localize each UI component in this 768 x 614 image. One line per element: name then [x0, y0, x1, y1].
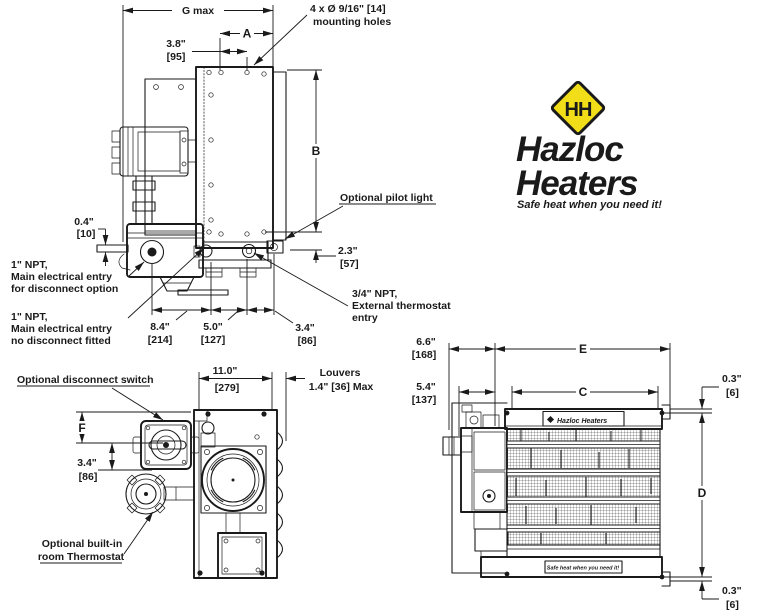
leader-entry-disconnect — [128, 261, 145, 277]
side-view-dimensions: G max A 3.8" [95] 4 x Ø 9/16" [14] mount… — [11, 3, 451, 347]
note-entry-no-disconnect-line3: no disconnect fitted — [11, 335, 111, 347]
room-thermostat — [125, 473, 195, 515]
note-louvers-line2: 1.4" [36] Max — [309, 381, 374, 393]
note-mounting-holes-line2: mounting holes — [313, 16, 391, 28]
no-disconnect-entry-hub — [199, 244, 213, 258]
logo-name-line2: Heaters — [516, 164, 638, 203]
front-view-heater — [125, 409, 284, 579]
note-entry-no-disconnect-line1: 1" NPT, — [11, 311, 48, 323]
logo-tagline: Safe heat when you need it! — [517, 199, 662, 211]
disconnect-switch — [132, 420, 200, 470]
dim-8-4-in: 8.4" — [150, 321, 170, 333]
dim-11-0-in: 11.0" — [213, 365, 238, 377]
dim-5-4-mm: [137] — [412, 394, 437, 406]
leader-room-thermostat — [123, 511, 154, 555]
bottom-junction-box — [217, 532, 267, 579]
heater-core: Hazloc Heaters — [480, 404, 671, 587]
note-pilot-light: Optional pilot light — [340, 192, 433, 204]
dim-g-max: G max — [182, 5, 214, 17]
note-thermostat-entry-line2: External thermostat — [352, 300, 451, 312]
dim-6-6-in: 6.6" — [416, 336, 436, 348]
dim-0-4-in: 0.4" — [74, 216, 94, 228]
note-thermostat-entry-line3: entry — [352, 312, 378, 324]
logo-diamond-icon — [550, 80, 606, 136]
side-view-heater — [96, 66, 287, 296]
dim-8-4-mm: [214] — [148, 334, 173, 346]
note-entry-disconnect-line2: Main electrical entry — [11, 271, 112, 283]
front-view-dimensions: 11.0" [279] Louvers 1.4" [36] Max Option… — [17, 365, 374, 564]
dim-0-4-mm: [10] — [77, 228, 96, 240]
nameplate-label: Safe heat when you need it! — [547, 566, 620, 572]
dim-c: C — [579, 385, 588, 399]
dim-5-4-in: 5.4" — [416, 381, 436, 393]
leader-entry-no-disconnect — [127, 247, 205, 319]
gas-valve-train — [442, 404, 509, 574]
leader-thermostat-entry — [253, 252, 349, 307]
profile-view-dimensions: 6.6" [168] E 5.4" [137] C D 0.3" [6] 0.3… — [412, 336, 742, 611]
dim-3-8-mm: [95] — [167, 51, 186, 63]
note-entry-no-disconnect-line2: Main electrical entry — [11, 323, 112, 335]
note-louvers-line1: Louvers — [320, 367, 361, 379]
dim-0-3-top-in: 0.3" — [722, 373, 742, 385]
note-room-thermostat-line2: room Thermostat — [38, 551, 125, 563]
tube-rows — [506, 440, 661, 533]
logo-monogram: HH — [565, 99, 592, 121]
brand-plate-label: Hazloc Heaters — [557, 418, 607, 425]
entry-box — [193, 240, 284, 278]
note-mounting-holes-line1: 4 x Ø 9/16" [14] — [310, 3, 386, 15]
dim-5-0-in: 5.0" — [203, 321, 223, 333]
dim-0-3-bottom-mm: [6] — [726, 599, 739, 611]
profile-view-heater: Hazloc Heaters — [442, 402, 671, 587]
fin-texture — [515, 430, 652, 544]
mounting-plate — [195, 66, 287, 249]
dim-3-8-in: 3.8" — [166, 38, 186, 50]
thermostat-entry-hub — [241, 243, 257, 259]
note-entry-disconnect-line1: 1" NPT, — [11, 259, 48, 271]
dim-a: A — [243, 27, 252, 41]
dim-f-3-4-in: 3.4" — [77, 457, 97, 469]
leader-disconnect-switch — [111, 387, 164, 421]
note-disconnect-switch: Optional disconnect switch — [17, 374, 154, 386]
dim-2-3-mm: [57] — [340, 258, 359, 270]
dim-2-3-in: 2.3" — [338, 245, 358, 257]
note-room-thermostat-line1: Optional built-in — [42, 538, 122, 550]
louvers — [276, 431, 284, 559]
dim-6-6-mm: [168] — [412, 349, 437, 361]
dim-f-3-4-mm: [86] — [79, 471, 98, 483]
dim-0-3-top-mm: [6] — [726, 387, 739, 399]
leader-pilot-light — [284, 205, 344, 240]
dim-11-0-mm: [279] — [215, 382, 240, 394]
dim-3-4-mm: [86] — [298, 335, 317, 347]
conduit-elbow — [200, 421, 216, 448]
brand-plate-diamond-icon — [546, 415, 555, 424]
dim-d: D — [698, 486, 707, 500]
dim-e: E — [579, 342, 587, 356]
dim-f: F — [78, 421, 85, 435]
brand-logo: HH Hazloc Heaters Safe heat when you nee… — [516, 80, 662, 211]
junction-box — [111, 126, 197, 177]
burner-opening — [200, 445, 267, 514]
conduit — [132, 175, 156, 225]
logo-name-line1: Hazloc — [516, 130, 623, 169]
note-thermostat-entry-line1: 3/4" NPT, — [352, 288, 397, 300]
dim-5-0-mm: [127] — [201, 334, 226, 346]
dim-3-4-in: 3.4" — [295, 322, 315, 334]
dim-0-3-bottom-in: 0.3" — [722, 585, 742, 597]
note-entry-disconnect-line3: for disconnect option — [11, 283, 118, 295]
pilot-light — [266, 240, 284, 254]
leader-mounting-holes — [253, 14, 308, 66]
dim-b: B — [312, 144, 321, 158]
